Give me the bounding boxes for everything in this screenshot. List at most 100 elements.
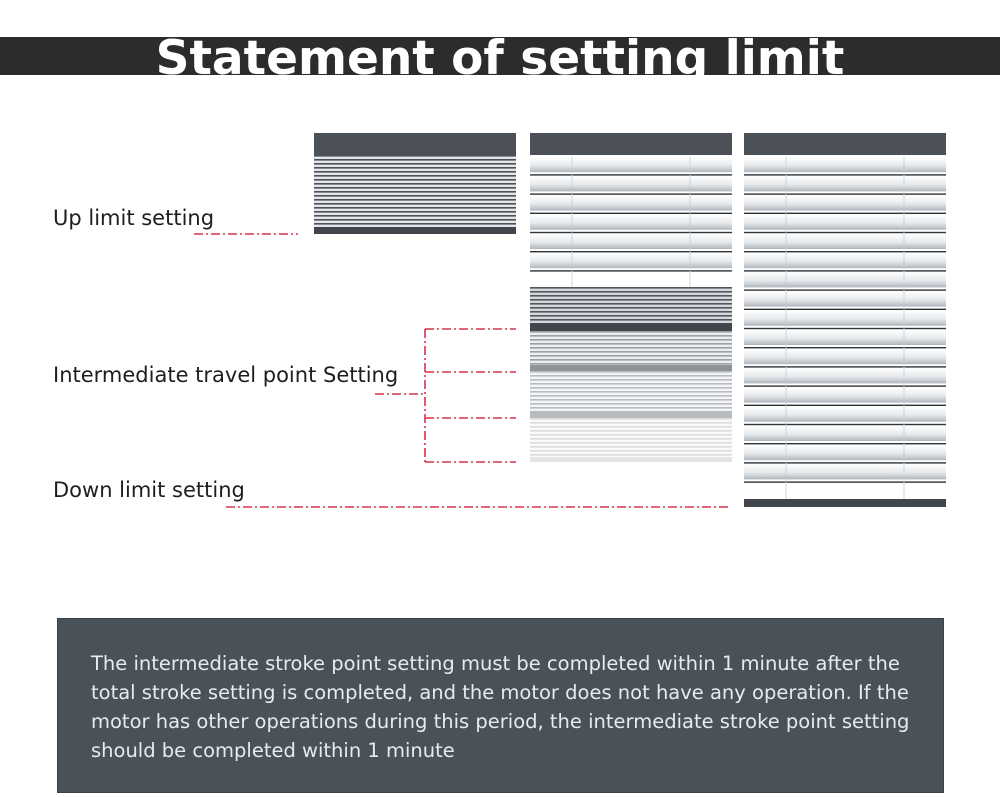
blind-slat [530,299,732,301]
blind-panel-up [314,133,516,234]
blind-slat [530,291,732,293]
blind-slat [314,155,516,157]
blind-slat [530,426,732,428]
blind-slat [530,391,732,393]
blind-slat [744,349,946,365]
blind-slat [744,291,946,307]
down-limit-label: Down limit setting [53,478,245,502]
blind-slat [314,187,516,189]
blind-slat [530,430,732,432]
blind-slat [530,307,732,309]
page-title: Statement of setting limit [155,31,845,75]
blind-slat [744,270,946,272]
blind-slat [530,303,732,305]
blind-slat [530,403,732,405]
blind-slat [744,253,946,269]
blind-slat [314,203,516,205]
blind-slat [530,438,732,440]
blind-slat [530,343,732,345]
blind-slat [744,195,946,211]
blind-slat [530,422,732,424]
note-box: The intermediate stroke point setting mu… [57,618,944,793]
blind-slat [530,253,732,269]
blind-slat [744,443,946,445]
blind-slat [744,368,946,384]
blind-slat [744,329,946,345]
blind-panel-down [744,133,946,507]
blind-slat [744,231,946,234]
blind-slat [530,399,732,401]
blind-slat [530,446,732,448]
blind-panel-intermediate [530,133,732,462]
title-bar [0,37,1000,75]
blind-slat [744,404,946,406]
blind-slat [744,289,946,291]
blind-slat [744,366,946,368]
blind-slat [744,387,946,403]
blind-slat [744,464,946,480]
blind-slat [744,212,946,214]
blind-slat [744,176,946,192]
blind-slat [530,287,732,289]
blind-slat [744,445,946,461]
blind-slat [314,159,516,161]
blind-slat [530,418,732,420]
blind-slat [744,193,946,195]
blind-slat [530,379,732,381]
blind-slat [314,167,516,169]
blind-slat [530,383,732,385]
blind-slat [530,347,732,349]
blind-slat [530,407,732,409]
blind-slat [530,311,732,313]
blind-slat [530,193,732,195]
blind-slat [530,315,732,317]
blind-slat [314,219,516,221]
blind-slat [314,211,516,213]
blind-slat [744,327,946,330]
blind-slat [314,223,516,225]
blind-slat [744,157,946,173]
blind-slat [530,174,732,176]
blind-slat [744,214,946,230]
blind-slat [530,395,732,397]
blind-slat [530,434,732,436]
blind-slat [530,270,732,272]
blind-slat [530,450,732,452]
blind-slat [530,442,732,444]
intermediate-point-label: Intermediate travel point Setting [53,363,399,387]
blind-slat [530,176,732,192]
blind-slat [530,454,732,456]
blind-slat [530,371,732,373]
blind-slat [744,425,946,441]
blind-slat [744,310,946,326]
blind-slat [530,231,732,234]
blind-slat [530,157,732,173]
up-limit-label: Up limit setting [53,206,215,230]
blind-slat [744,481,946,483]
blind-slat [530,351,732,353]
blind-slat [314,179,516,181]
blind-slat [314,207,516,209]
blind-slat [530,251,732,253]
blind-slat [530,387,732,389]
blind-slat [530,195,732,211]
blind-slat [530,363,732,365]
blind-slat [744,385,946,387]
blind-slat [314,171,516,173]
blind-slat [744,251,946,253]
blind-slat [744,174,946,176]
blind-slat [530,375,732,377]
blind-slat [744,233,946,249]
guide-lines [194,233,730,508]
blind-slat [530,335,732,337]
blind-slat [530,212,732,214]
blind-slat [314,163,516,165]
blind-slat [744,308,946,310]
blind-slat [314,215,516,217]
blind-slat [744,462,946,464]
blind-slat [744,347,946,349]
blind-slat [530,319,732,321]
blind-slat [744,272,946,288]
blind-slat [530,359,732,361]
note-text: The intermediate stroke point setting mu… [91,652,910,762]
